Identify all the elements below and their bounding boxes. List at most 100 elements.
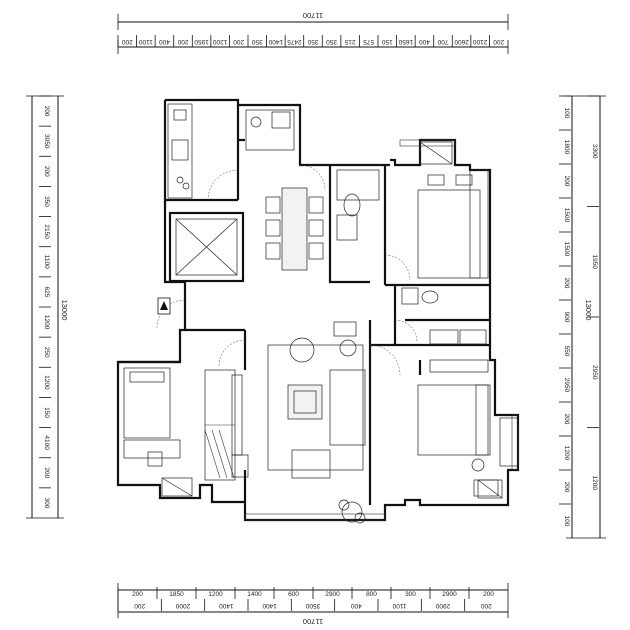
dining-table	[265, 187, 324, 271]
dimension-label: 4100	[43, 435, 50, 450]
dimension-label: 400	[159, 38, 170, 45]
dimension-label: 600	[288, 591, 299, 598]
balcony-chairs-right	[477, 479, 503, 499]
dimension-label: 200	[121, 38, 132, 45]
dimension-label: 2900	[435, 602, 450, 609]
balcony-plant	[338, 499, 366, 524]
bedroom-right	[417, 359, 519, 497]
study-bedroom-left	[123, 367, 193, 497]
dimension-label: 200	[483, 591, 494, 598]
dimension-label: 1850	[169, 591, 184, 598]
dimension-label: 1400	[219, 602, 234, 609]
right-total-dimension: 13000	[584, 300, 593, 321]
right-outer-labels: 3300 1950 2950 1200	[587, 95, 599, 491]
dimension-label: 2900	[442, 591, 457, 598]
dimension-label: 1200	[43, 375, 50, 390]
dimension-label: 900	[563, 312, 570, 323]
dimension-label: 200	[233, 38, 244, 45]
dimension-label: 200	[43, 106, 50, 117]
right-segment-labels: 100 1800 200 1500 1500 200 900 550 2950 200 1200 20…	[559, 95, 571, 527]
dimension-label: 200	[481, 602, 492, 609]
master-bedroom-top	[417, 141, 489, 279]
door-swings	[156, 164, 418, 376]
dimension-label: 1400	[262, 602, 277, 609]
dimension-label: 2475	[287, 38, 302, 45]
bottom-total-dimension: 11700	[303, 617, 323, 626]
dimension-label: 215	[344, 38, 355, 45]
dimension-label: 300	[405, 591, 416, 598]
dimension-label: 1950	[591, 255, 598, 270]
dimension-label: 1950	[194, 38, 209, 45]
dimension-label: 1650	[398, 38, 413, 45]
interior-walls	[118, 105, 490, 505]
exterior-walls	[116, 98, 520, 522]
dimension-label: 2950	[563, 378, 570, 393]
dimension-label: 2900	[325, 591, 340, 598]
dimension-label: 150	[381, 38, 392, 45]
dimension-label: 1200	[563, 446, 570, 461]
dimension-label: 1500	[563, 208, 570, 223]
dimension-label: 1200	[43, 315, 50, 330]
entrance-arrow-icon	[157, 297, 171, 315]
bottom-lower-labels: 200 2000 1400 1400 3500 400 1100 2900 200	[117, 599, 492, 611]
dimension-label: 1400	[247, 591, 262, 598]
dimension-label: 100	[563, 516, 570, 527]
dimension-label: 1100	[392, 602, 406, 609]
top-segment-labels: 200 1100 400 200 1950 1200 200 350 1400 2475 350 35…	[117, 35, 504, 47]
dimension-label: 200	[132, 591, 143, 598]
wardrobe-storage	[204, 369, 236, 481]
dimension-label: 2950	[591, 365, 598, 380]
bottom-upper-labels: 200 1850 1200 1400 600 2900 800 300 2900 200	[117, 587, 494, 599]
dimension-label: 400	[351, 602, 362, 609]
dimension-label: 2150	[43, 224, 50, 239]
dimension-label: 2000	[175, 602, 190, 609]
elevator-shaft	[175, 218, 238, 276]
dimension-label: 625	[43, 286, 50, 297]
dimension-label: 800	[366, 591, 377, 598]
dimension-label: 575	[363, 38, 374, 45]
dimension-label: 1100	[43, 255, 50, 269]
dimension-label: 200	[43, 166, 50, 177]
dimension-label: 350	[251, 38, 262, 45]
dimension-label: 3300	[591, 144, 598, 159]
right-dimension-lines	[566, 95, 606, 539]
dimension-label: 200	[177, 38, 188, 45]
dimension-label: 150	[43, 407, 50, 418]
dimension-label: 350	[307, 38, 318, 45]
dimension-label: 2100	[473, 38, 488, 45]
dimension-label: 400	[419, 38, 430, 45]
left-segment-labels: 200 3050 200 350 2150 1100 625 1200 250 1200 150 41…	[39, 95, 51, 509]
living-sofa-set	[267, 321, 366, 479]
dimension-label: 250	[43, 347, 50, 358]
windows	[244, 139, 519, 521]
bathroom-2	[401, 287, 487, 345]
dimension-label: 1500	[563, 242, 570, 257]
dimension-label: 1200	[591, 476, 598, 491]
dimension-label: 2600	[454, 38, 469, 45]
left-total-dimension: 13000	[60, 300, 69, 321]
dimension-label: 1200	[213, 38, 228, 45]
dimension-label: 200	[563, 176, 570, 187]
dimension-label: 100	[563, 108, 570, 119]
dimension-label: 300	[43, 497, 50, 508]
dimension-label: 3050	[43, 134, 50, 149]
dimension-label: 200	[43, 467, 50, 478]
dimension-label: 700	[437, 38, 448, 45]
dimension-label: 3500	[305, 602, 320, 609]
laundry-area	[245, 109, 295, 151]
dimension-label: 200	[563, 482, 570, 493]
dimension-label: 1100	[138, 38, 152, 45]
dimension-label: 200	[563, 278, 570, 289]
dimension-label: 200	[493, 38, 504, 45]
dimension-label: 1200	[208, 591, 223, 598]
dimension-label: 350	[43, 196, 50, 207]
bathroom-1	[336, 169, 380, 241]
dimension-label: 550	[563, 346, 570, 357]
dimension-label: 200	[134, 602, 145, 609]
dimension-label: 350	[326, 38, 337, 45]
dimension-label: 1400	[268, 38, 283, 45]
dimension-label: 1800	[563, 140, 570, 155]
kitchen-counter	[167, 103, 193, 199]
dimension-label: 200	[563, 414, 570, 425]
